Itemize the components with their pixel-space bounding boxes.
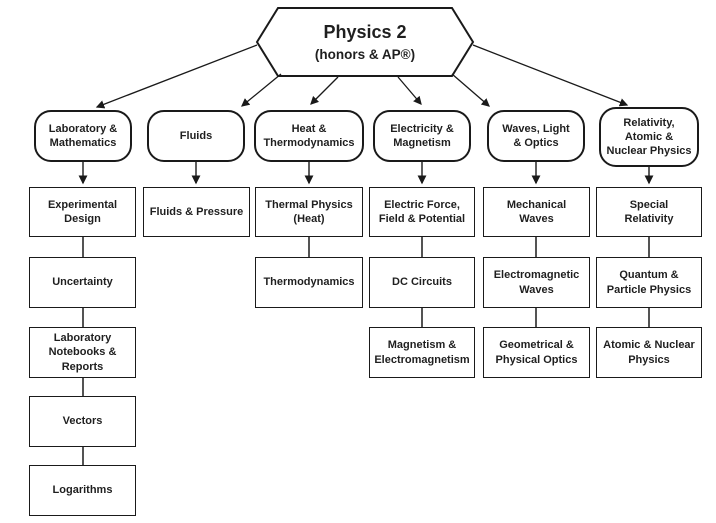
topic-label: Uncertainty — [52, 276, 113, 289]
node-quantum-particle-physics: Quantum & Particle Physics — [596, 257, 702, 308]
edge-root-to-electricity — [397, 76, 422, 105]
edge-root-to-waves — [451, 73, 490, 107]
node-waves-light-optics: Waves, Light & Optics — [487, 110, 585, 162]
node-electromagnetic-waves: Electromagnetic Waves — [483, 257, 590, 308]
node-thermodynamics: Thermodynamics — [255, 257, 363, 308]
edge-root-to-heat — [310, 76, 339, 105]
node-uncertainty: Uncertainty — [29, 257, 136, 308]
category-label: Electricity & Magnetism — [390, 122, 454, 149]
category-label: Heat & Thermodynamics — [263, 122, 355, 149]
topic-label: Geometrical & Physical Optics — [495, 339, 578, 366]
topic-label: Thermal Physics (Heat) — [265, 198, 353, 225]
topic-label: Thermodynamics — [263, 276, 355, 289]
edge-root-to-relativity — [472, 44, 629, 107]
node-experimental-design: Experimental Design — [29, 187, 136, 237]
topic-label: Atomic & Nuclear Physics — [603, 339, 695, 366]
edge-root-to-laboratory — [95, 44, 258, 109]
edge-root-to-fluids — [241, 73, 282, 107]
topic-label: Vectors — [62, 415, 103, 428]
topic-label: Quantum & Particle Physics — [606, 269, 692, 296]
root-subtitle: (honors & AP®) — [314, 47, 416, 63]
node-laboratory-notebooks-reports: Laboratory Notebooks & Reports — [29, 327, 136, 378]
topic-label: Logarithms — [52, 484, 113, 497]
root-title: Physics 2 — [323, 22, 407, 43]
node-electric-force-field-potential: Electric Force, Field & Potential — [369, 187, 475, 237]
root-node-physics-2: Physics 2 (honors & AP®) — [278, 15, 452, 71]
topic-label: DC Circuits — [392, 276, 452, 289]
topic-label: Fluids & Pressure — [149, 205, 244, 218]
node-thermal-physics-heat: Thermal Physics (Heat) — [255, 187, 363, 237]
node-dc-circuits: DC Circuits — [369, 257, 475, 308]
category-label: Relativity, Atomic & Nuclear Physics — [606, 116, 692, 158]
node-fluids: Fluids — [147, 110, 245, 162]
topic-label: Magnetism & Electromagnetism — [374, 339, 470, 366]
topic-label: Mechanical Waves — [506, 198, 567, 225]
category-label: Laboratory & Mathematics — [48, 122, 118, 149]
node-special-relativity: Special Relativity — [596, 187, 702, 237]
topic-label: Experimental Design — [47, 198, 118, 225]
node-mechanical-waves: Mechanical Waves — [483, 187, 590, 237]
node-fluids-pressure: Fluids & Pressure — [143, 187, 250, 237]
node-magnetism-electromagnetism: Magnetism & Electromagnetism — [369, 327, 475, 378]
node-laboratory-mathematics: Laboratory & Mathematics — [34, 110, 132, 162]
topic-label: Electric Force, Field & Potential — [378, 198, 466, 225]
category-label: Waves, Light & Optics — [502, 122, 570, 149]
node-geometrical-physical-optics: Geometrical & Physical Optics — [483, 327, 590, 378]
node-vectors: Vectors — [29, 396, 136, 447]
node-relativity-atomic-nuclear: Relativity, Atomic & Nuclear Physics — [599, 107, 699, 167]
topic-label: Laboratory Notebooks & Reports — [48, 332, 117, 373]
node-electricity-magnetism: Electricity & Magnetism — [373, 110, 471, 162]
node-heat-thermodynamics: Heat & Thermodynamics — [254, 110, 364, 162]
node-logarithms: Logarithms — [29, 465, 136, 516]
root-hexagon-shape — [255, 7, 475, 77]
node-atomic-nuclear-physics: Atomic & Nuclear Physics — [596, 327, 702, 378]
topic-label: Special Relativity — [624, 198, 674, 225]
category-label: Fluids — [179, 129, 213, 142]
topic-label: Electromagnetic Waves — [493, 269, 580, 296]
